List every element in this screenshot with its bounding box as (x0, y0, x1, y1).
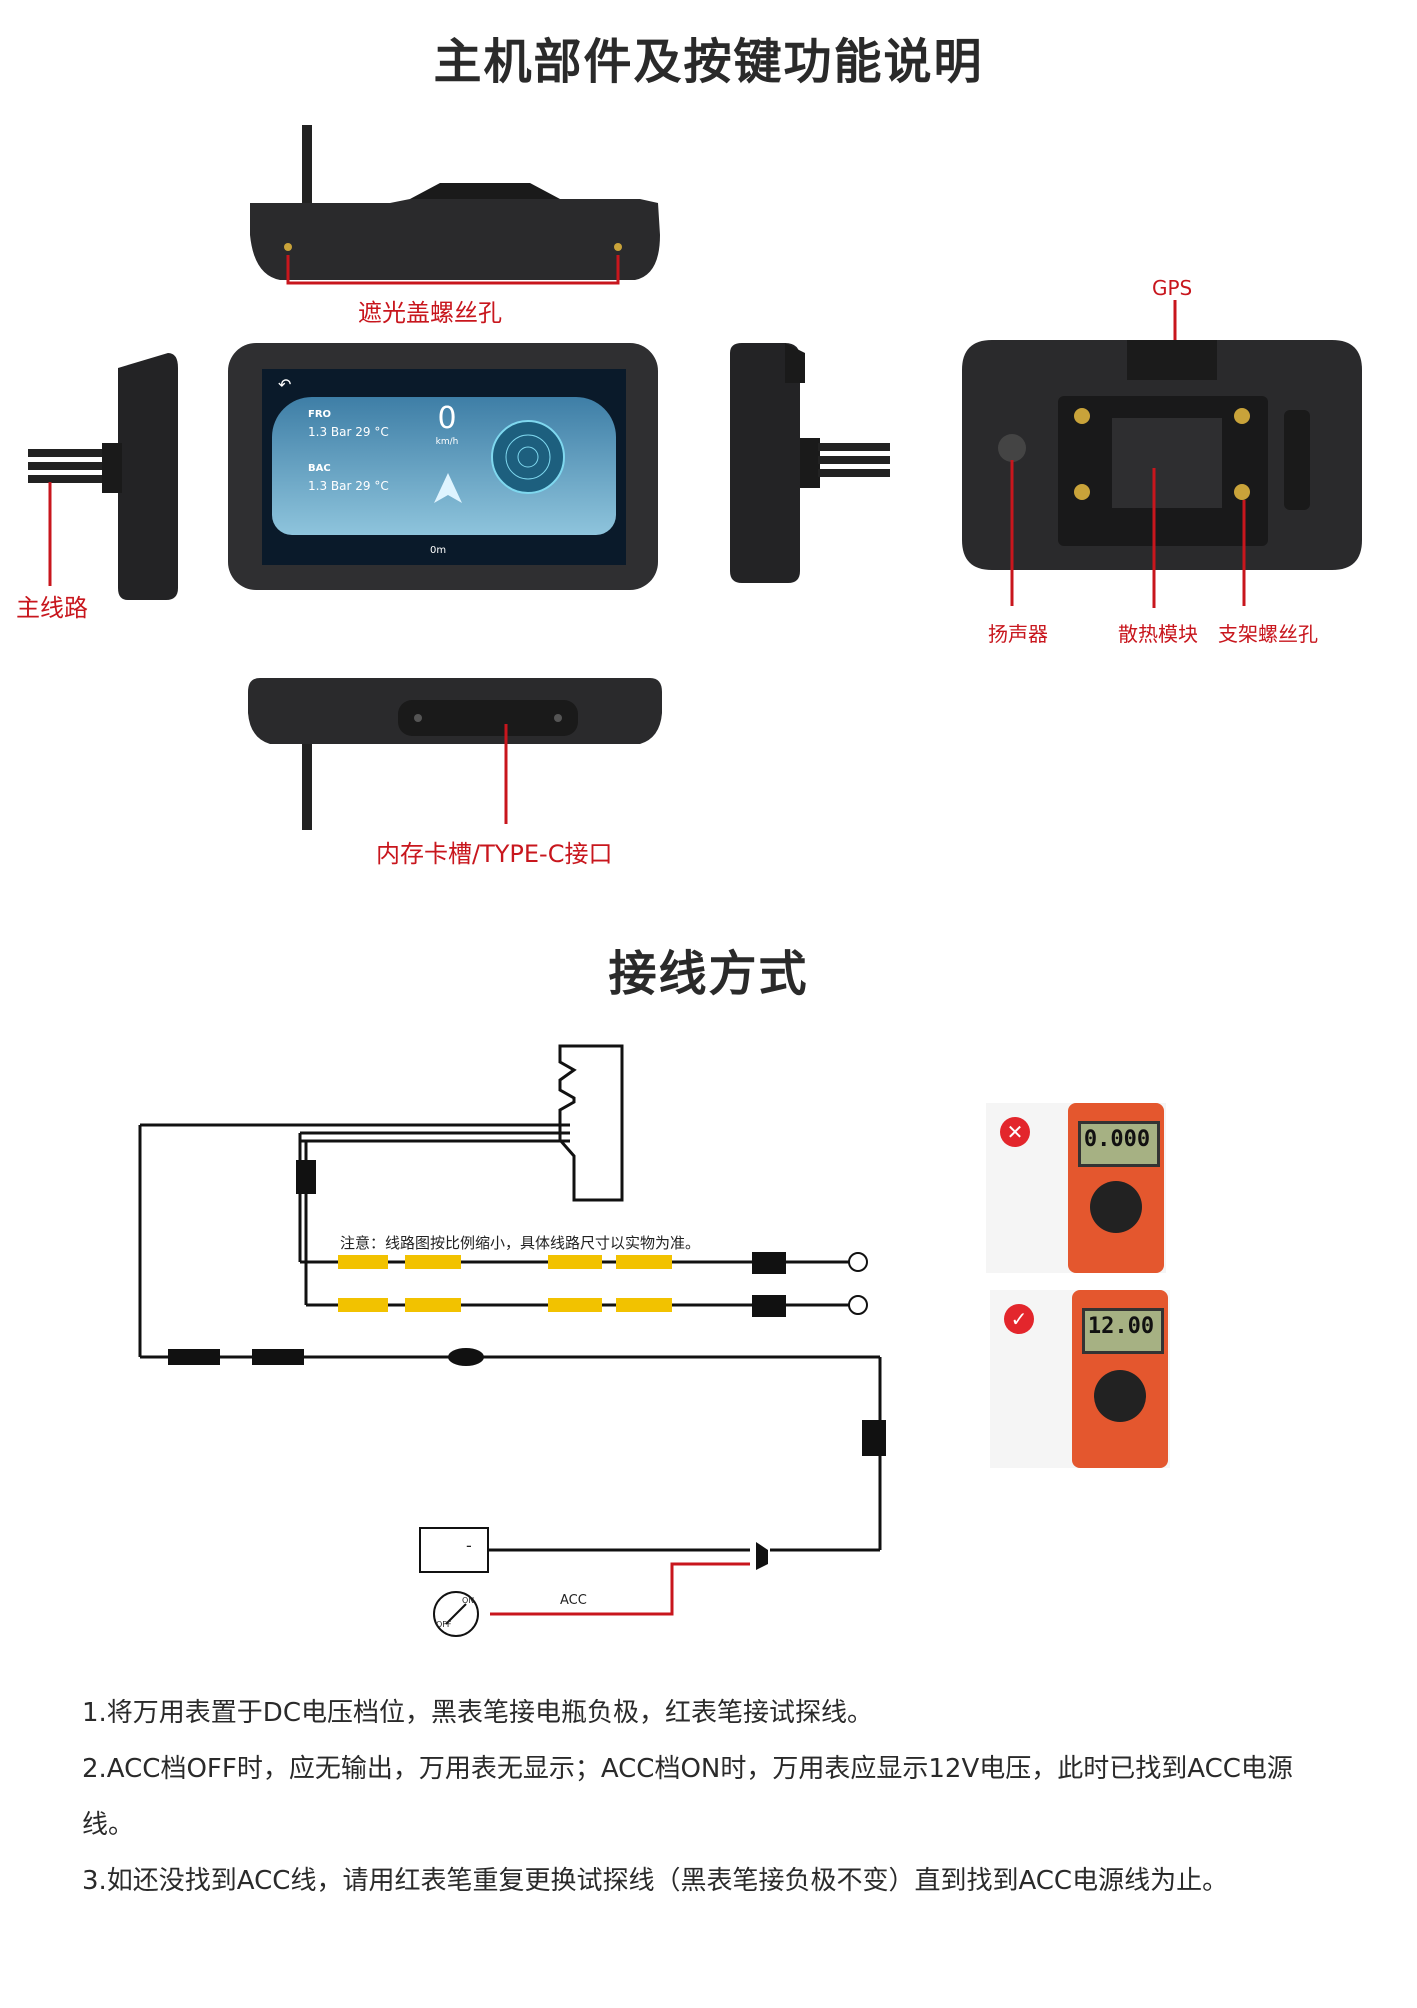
multimeter-display (1078, 1121, 1160, 1167)
wrong-cross-icon: ✕ (1000, 1117, 1030, 1147)
multimeter-dial (1090, 1181, 1142, 1233)
speed-unit: km/h (435, 437, 459, 447)
device-bottom-view (248, 678, 662, 830)
instruction-step-3: 3.如还没找到ACC线，请用红表笔重复更换试探线（黑表笔接负极不变）直到找到AC… (82, 1866, 1229, 1896)
switch-off-label: OFF (436, 1620, 452, 1629)
device-top-view (250, 125, 660, 285)
section-title-components: 主机部件及按键功能说明 (433, 34, 984, 90)
multimeter-reading-wrong: 0.000 (1083, 1127, 1151, 1152)
sunshade-screw-holes-label: 遮光盖螺丝孔 (358, 299, 502, 327)
multimeter-correct-photo: ✓ 12.00 (990, 1290, 1170, 1468)
switch-on-label: ON (462, 1596, 475, 1605)
correct-check-icon: ✓ (1004, 1304, 1034, 1334)
bac-label: BAC (308, 463, 331, 474)
device-back-view (962, 300, 1362, 608)
navigation-arrow-icon (434, 473, 462, 503)
fro-label: FRO (308, 409, 332, 420)
multimeter-wrong-photo: ✕ 0.000 (986, 1103, 1166, 1273)
radar-icon (491, 420, 565, 494)
main-line-label: 主线路 (16, 594, 88, 622)
wiring-note: 注意：线路图按比例缩小，具体线路尺寸以实物为准。 (340, 1234, 701, 1252)
battery-minus-sign: - (466, 1536, 472, 1555)
device-front-view: ↶ FRO 1.3 Bar 29 °C BAC 1.3 Bar 29 °C 0 … (228, 343, 658, 590)
instruction-step-1: 1.将万用表置于DC电压档位，黑表笔接电瓶负极，红表笔接试探线。 (82, 1698, 873, 1728)
multimeter-dial (1094, 1370, 1146, 1422)
back-arrow-icon: ↶ (278, 375, 292, 394)
bac-value: 1.3 Bar 29 °C (308, 479, 389, 493)
device-screen: ↶ FRO 1.3 Bar 29 °C BAC 1.3 Bar 29 °C 0 … (262, 369, 626, 565)
instruction-step-2: 2.ACC档OFF时，应无输出，万用表无显示；ACC档ON时，万用表应显示12V… (82, 1754, 1293, 1840)
acc-wire-label: ACC (560, 1593, 587, 1608)
multimeter-display (1082, 1308, 1164, 1354)
device-left-view (28, 353, 178, 600)
section-title-wiring: 接线方式 (608, 946, 809, 1002)
heatsink-label: 散热模块 (1118, 622, 1198, 646)
speaker-label: 扬声器 (988, 622, 1048, 646)
card-slot-typec-label: 内存卡槽/TYPE-C接口 (376, 840, 613, 868)
fro-value: 1.3 Bar 29 °C (308, 425, 389, 439)
bracket-screw-holes-label: 支架螺丝孔 (1218, 622, 1318, 646)
speed-value: 0 (437, 401, 457, 436)
instructions-block: 1.将万用表置于DC电压档位，黑表笔接电瓶负极，红表笔接试探线。 2.ACC档O… (82, 1685, 1342, 1909)
device-right-view (730, 343, 890, 583)
gps-label: GPS (1152, 276, 1193, 300)
multimeter-reading-correct: 12.00 (1087, 1314, 1155, 1339)
distance-readout: 0m (430, 545, 447, 556)
